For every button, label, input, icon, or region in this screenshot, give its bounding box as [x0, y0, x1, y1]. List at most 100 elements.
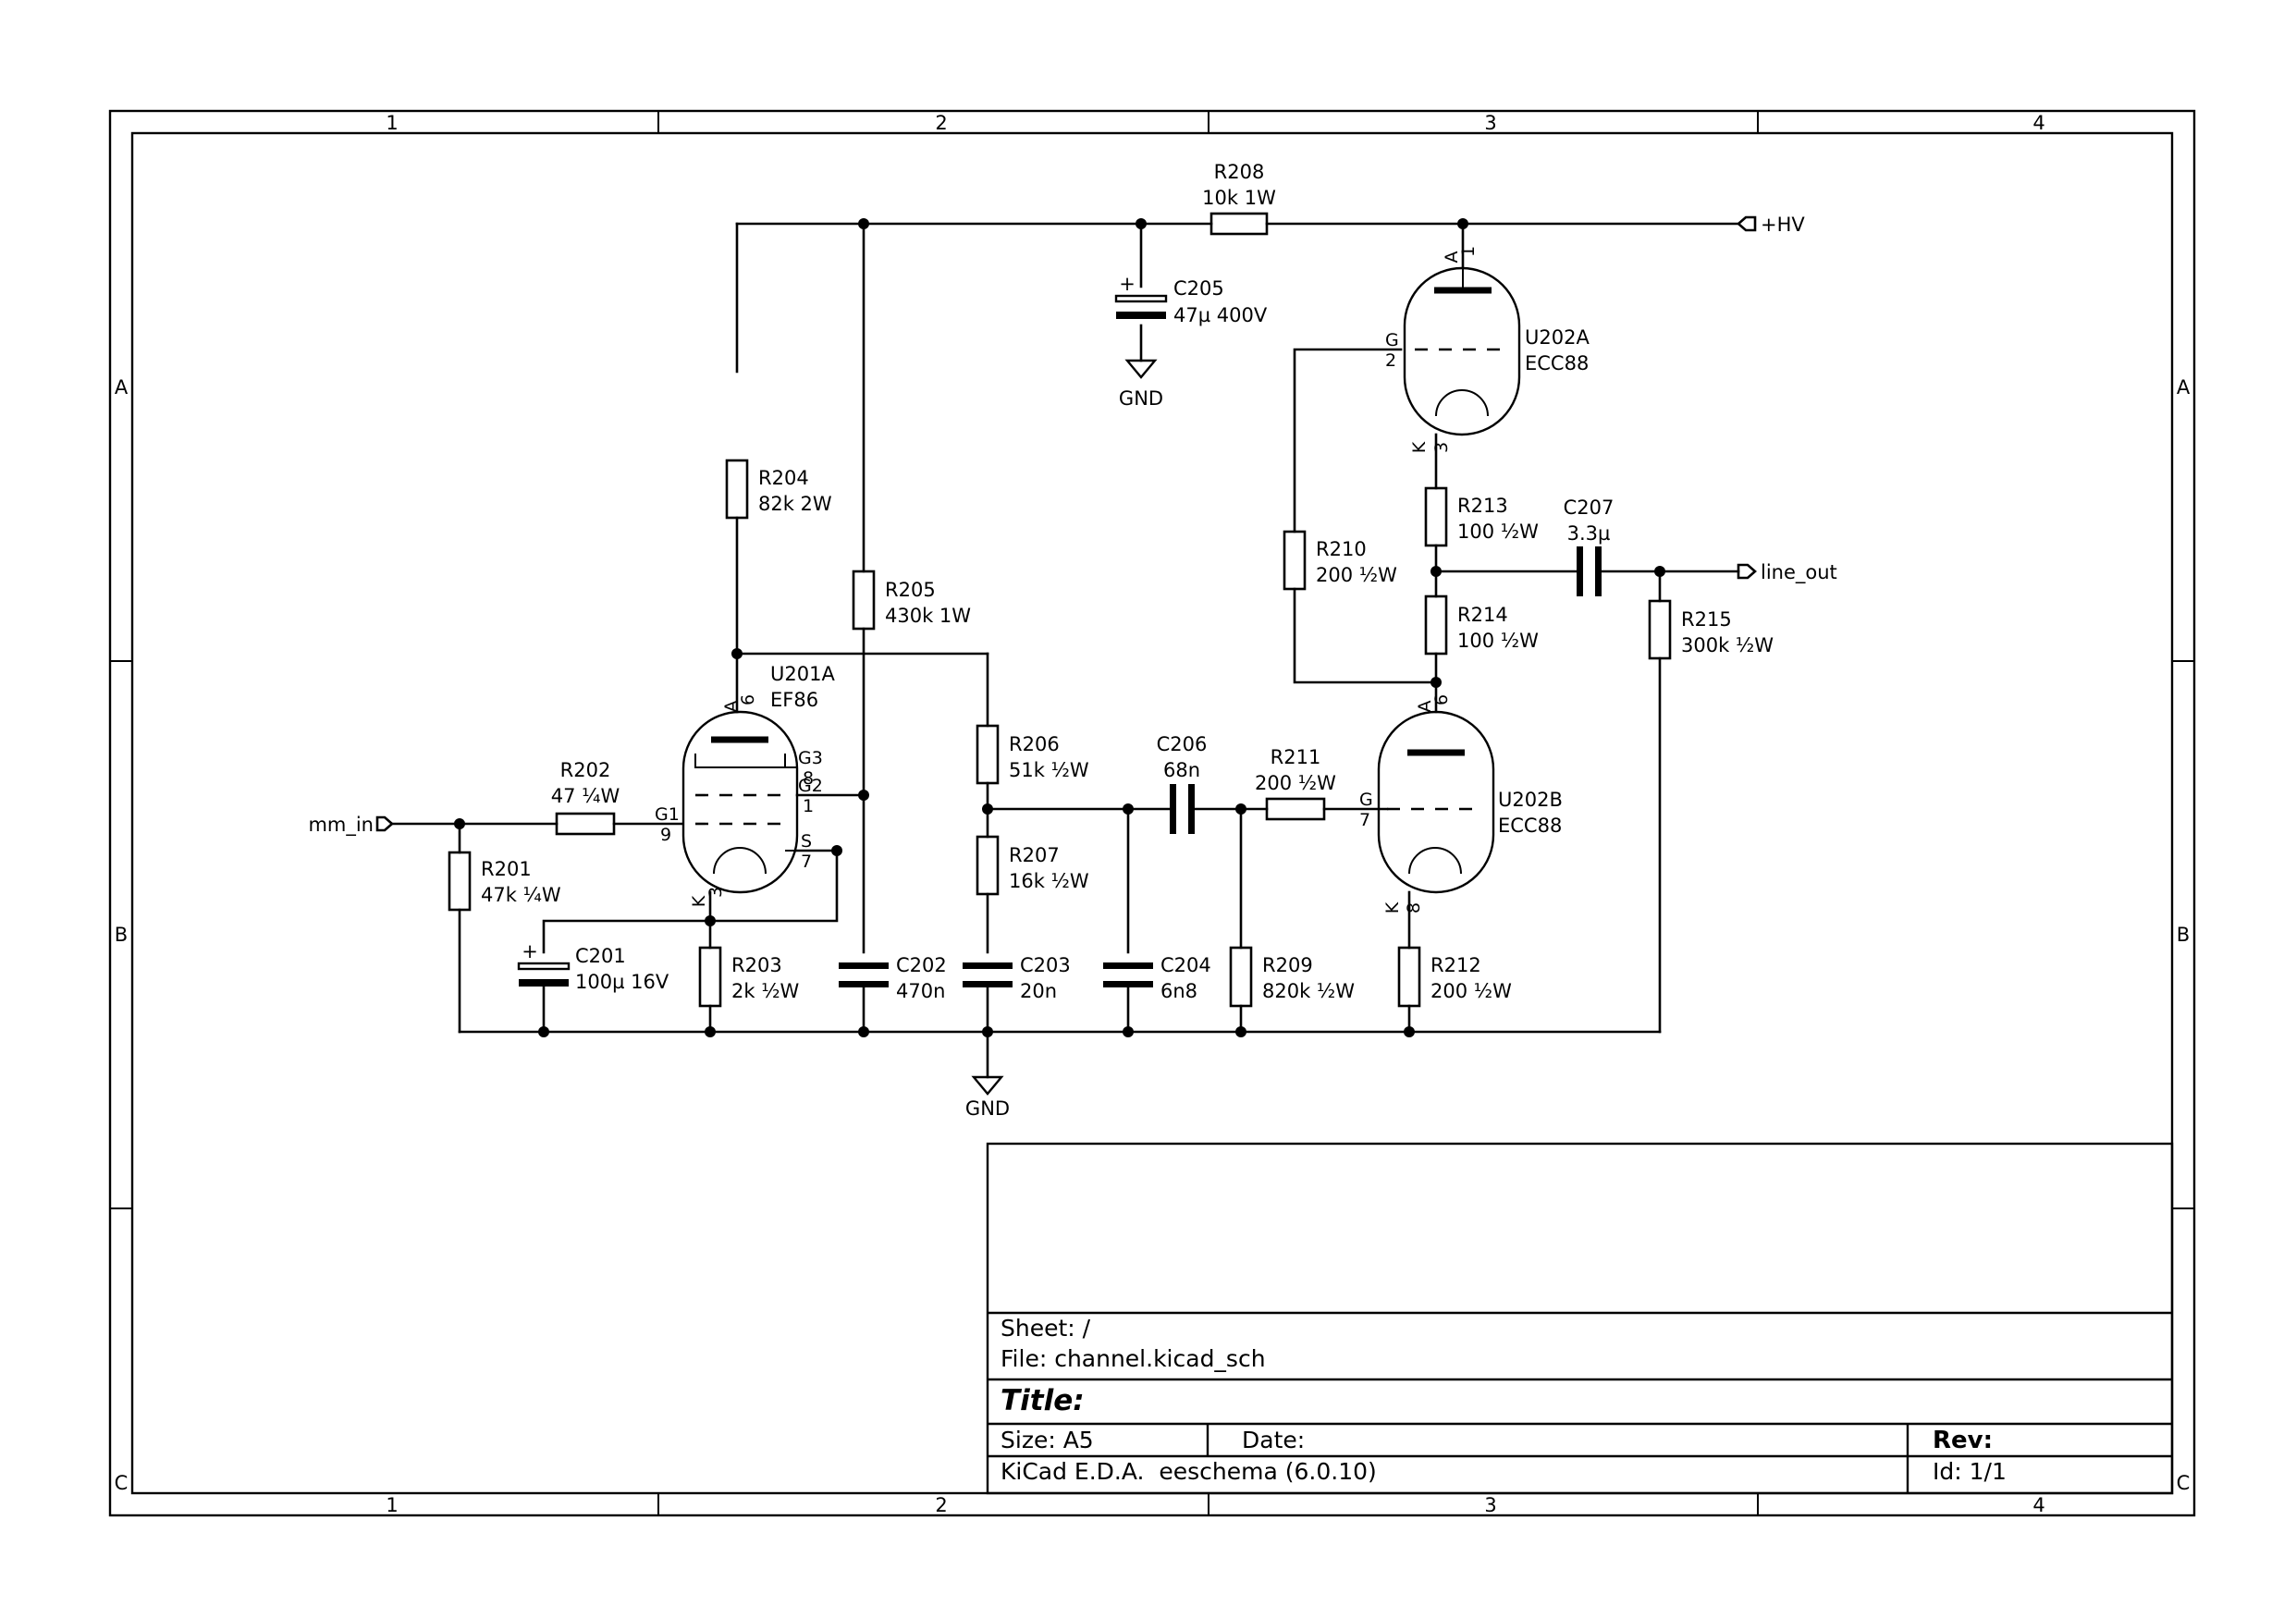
- u202a-pin-a-num: 1: [1458, 246, 1479, 257]
- u201a-pin-g3: G3: [798, 748, 823, 768]
- resistor-r210[interactable]: R210 200 ½W: [1283, 530, 1397, 591]
- r202-value: 47 ¼W: [551, 785, 620, 807]
- c201-polarity: +: [522, 940, 538, 962]
- r214-ref: R214: [1457, 604, 1508, 626]
- c207-ref: C207: [1564, 496, 1615, 519]
- resistor-r213[interactable]: R213 100 ½W: [1424, 486, 1539, 547]
- u201a-pin-s: S: [801, 831, 812, 852]
- port-mm-in-label: mm_in: [308, 814, 374, 837]
- c202-ref: C202: [896, 954, 947, 976]
- frame-row-c-right: C: [2177, 1472, 2191, 1494]
- ground-symbol-bottom: GND: [965, 1075, 1010, 1120]
- r203-ref: R203: [731, 954, 782, 976]
- junction-dot: [858, 790, 869, 801]
- u201a-pin-g3-num: 8: [803, 768, 814, 789]
- wires: [390, 222, 1740, 1079]
- r213-value: 100 ½W: [1457, 521, 1539, 543]
- r207-value: 16k ½W: [1009, 870, 1089, 892]
- r214-value: 100 ½W: [1457, 630, 1539, 652]
- junction-dot: [858, 218, 869, 229]
- tube-u202a[interactable]: U202A ECC88 A 1 G 2 K 3: [1385, 246, 1590, 453]
- resistor-r203[interactable]: R203 2k ½W: [698, 946, 800, 1008]
- u202b-pin-k-num: 8: [1404, 902, 1424, 913]
- tube-u201a[interactable]: U201A EF86 A 6 G3 8 G2 1 G1 9 S 7 K 3: [655, 663, 835, 907]
- capacitor-c206[interactable]: C206 68n: [1157, 733, 1208, 834]
- frame-row-a-right: A: [2177, 376, 2191, 398]
- u202b-ref: U202B: [1498, 789, 1563, 811]
- junction-dot: [982, 803, 993, 815]
- resistor-r208[interactable]: R208 10k 1W: [1202, 161, 1276, 236]
- resistor-r209[interactable]: R209 820k ½W: [1229, 946, 1355, 1008]
- u202b-pin-g: G: [1359, 790, 1373, 810]
- port-line-out[interactable]: line_out: [1737, 561, 1837, 584]
- r201-value: 47k ¼W: [481, 884, 561, 906]
- r206-value: 51k ½W: [1009, 759, 1089, 781]
- u201a-pin-s-num: 7: [801, 852, 812, 872]
- frame-col-2-bottom: 2: [935, 1494, 947, 1516]
- frame-col-3-bottom: 3: [1484, 1494, 1496, 1516]
- resistor-r204[interactable]: R204 82k 2W: [725, 459, 832, 520]
- frame-col-1-top: 1: [386, 112, 398, 134]
- junction-dot: [831, 845, 842, 856]
- resistor-r202[interactable]: R202 47 ¼W: [551, 759, 620, 836]
- u201a-ref: U201A: [770, 663, 835, 685]
- r210-ref: R210: [1316, 538, 1367, 560]
- u202b-pin-a-num: 6: [1431, 694, 1452, 705]
- junction-dot: [1235, 803, 1246, 815]
- c204-ref: C204: [1160, 954, 1211, 976]
- capacitor-c201[interactable]: + C201 100µ 16V: [517, 940, 669, 993]
- r211-value: 200 ½W: [1255, 772, 1336, 794]
- frame-col-1-bottom: 1: [386, 1494, 398, 1516]
- port-mm-in[interactable]: mm_in: [308, 814, 394, 837]
- c205-ref: C205: [1173, 277, 1224, 300]
- r207-ref: R207: [1009, 844, 1060, 866]
- capacitor-c204[interactable]: C204 6n8: [1103, 954, 1211, 1002]
- r209-value: 820k ½W: [1262, 980, 1355, 1002]
- u202a-pin-g: G: [1385, 330, 1399, 350]
- r206-ref: R206: [1009, 733, 1060, 755]
- c206-ref: C206: [1157, 733, 1208, 755]
- port-line-out-label: line_out: [1761, 561, 1837, 584]
- resistor-r215[interactable]: R215 300k ½W: [1648, 599, 1774, 660]
- junction-dot: [538, 1026, 549, 1037]
- u201a-pin-k-num: 3: [706, 887, 726, 898]
- resistor-r212[interactable]: R212 200 ½W: [1397, 946, 1512, 1008]
- c203-ref: C203: [1020, 954, 1071, 976]
- r213-ref: R213: [1457, 495, 1508, 517]
- resistor-r207[interactable]: R207 16k ½W: [976, 835, 1089, 896]
- sheet-frame: 1 2 3 4 1 2 3 4 A B C A B C: [108, 109, 2196, 1517]
- port-hv[interactable]: +HV: [1737, 214, 1805, 236]
- title-block: Sheet: / File: channel.kicad_sch Title: …: [986, 1142, 2174, 1495]
- resistor-r201[interactable]: R201 47k ¼W: [448, 851, 561, 912]
- r205-ref: R205: [885, 579, 936, 601]
- resistor-r206[interactable]: R206 51k ½W: [976, 724, 1089, 785]
- port-hv-label: +HV: [1761, 214, 1805, 236]
- r201-ref: R201: [481, 858, 532, 880]
- u201a-pin-g1-num: 9: [660, 825, 671, 845]
- junction-dot: [705, 1026, 716, 1037]
- u202a-pin-a: A: [1442, 251, 1462, 264]
- ground-label-bottom: GND: [965, 1097, 1010, 1120]
- capacitor-c205[interactable]: + C205 47µ 400V: [1114, 273, 1268, 326]
- resistor-r205[interactable]: R205 430k 1W: [852, 570, 971, 631]
- u201a-pin-g1: G1: [655, 804, 680, 825]
- resistor-r211[interactable]: R211 200 ½W: [1255, 746, 1336, 821]
- resistor-r214[interactable]: R214 100 ½W: [1424, 594, 1539, 656]
- frame-row-b-left: B: [115, 924, 128, 946]
- title-block-id: Id: 1/1: [1933, 1458, 2007, 1485]
- capacitor-c202[interactable]: C202 470n: [839, 954, 947, 1002]
- frame-col-4-top: 4: [2032, 112, 2044, 134]
- r212-value: 200 ½W: [1430, 980, 1512, 1002]
- title-block-title: Title:: [1001, 1384, 1085, 1417]
- c202-value: 470n: [896, 980, 945, 1002]
- junction-dot: [1430, 677, 1442, 688]
- junction-dot: [454, 818, 465, 829]
- tube-u202b[interactable]: U202B ECC88 A 6 G 7 K 8: [1359, 694, 1563, 913]
- c206-value: 68n: [1163, 759, 1200, 781]
- u202a-ref: U202A: [1525, 326, 1590, 349]
- capacitor-c203[interactable]: C203 20n: [963, 954, 1071, 1002]
- r215-ref: R215: [1681, 608, 1732, 631]
- u202b-pin-g-num: 7: [1359, 810, 1370, 830]
- title-block-file: File: channel.kicad_sch: [1001, 1345, 1266, 1372]
- capacitor-c207[interactable]: C207 3.3µ: [1564, 496, 1615, 596]
